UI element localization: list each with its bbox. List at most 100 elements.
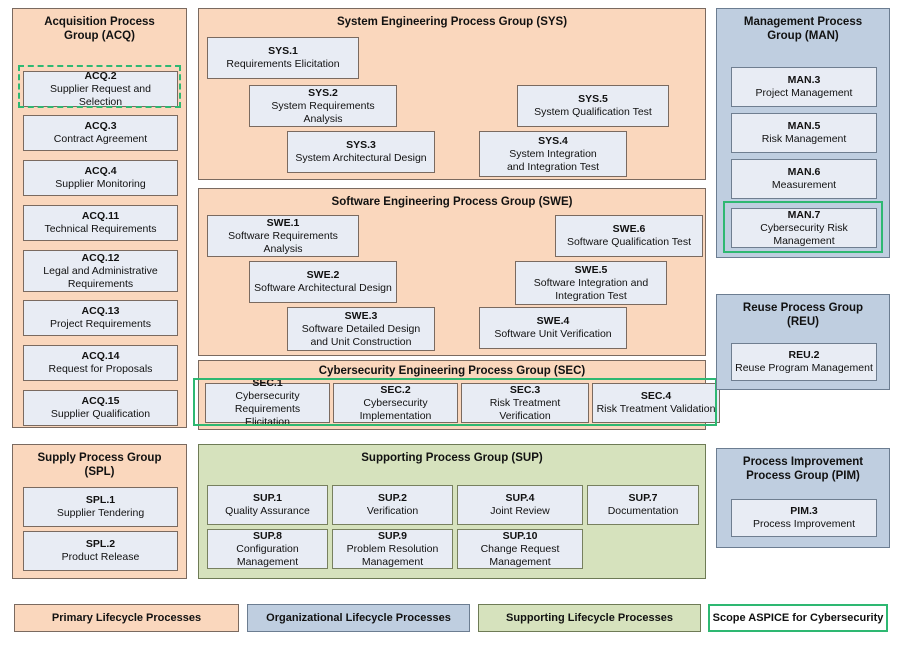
process-id: SPL.2: [85, 538, 116, 550]
process-box-sec-2[interactable]: SEC.2 Cybersecurity Implementation: [333, 383, 458, 423]
group-pim[interactable]: Process Improvement Process Group (PIM) …: [716, 448, 890, 548]
process-id: SWE.5: [574, 263, 608, 276]
process-box-sys-5[interactable]: SYS.5 System Qualification Test: [517, 85, 669, 127]
process-id: SEC.4: [640, 390, 672, 402]
legend-item-scope[interactable]: Scope ASPICE for Cybersecurity: [708, 604, 888, 632]
process-box-swe-1[interactable]: SWE.1 Software Requirements Analysis: [207, 215, 359, 257]
process-id: SEC.3: [509, 383, 541, 396]
process-box-acq-11[interactable]: ACQ.11 Technical Requirements: [23, 205, 178, 241]
process-box-swe-2[interactable]: SWE.2 Software Architectural Design: [249, 261, 397, 303]
process-box-sup-10[interactable]: SUP.10 Change Request Management: [457, 529, 583, 569]
process-name-2: and Integration Test: [506, 160, 600, 173]
process-name: Software Architectural Design: [254, 282, 392, 294]
process-box-swe-5[interactable]: SWE.5 Software Integration and Integrati…: [515, 261, 667, 305]
process-name-2: Requirements: [67, 277, 134, 290]
process-name: Cybersecurity Requirements: [234, 390, 301, 415]
process-name: System Requirements Analysis: [271, 99, 375, 125]
process-box-acq-3[interactable]: ACQ.3 Contract Agreement: [23, 115, 178, 151]
process-name-2: Integration Test: [555, 289, 627, 302]
process-name: Software Unit Verification: [494, 328, 612, 340]
process-name: Supplier Monitoring: [55, 178, 146, 190]
process-box-sys-3[interactable]: SYS.3 System Architectural Design: [287, 131, 435, 173]
legend-label: Scope ASPICE for Cybersecurity: [712, 612, 884, 624]
process-id: ACQ.13: [81, 305, 120, 317]
process-box-man-6[interactable]: MAN.6 Measurement: [731, 159, 877, 199]
process-box-swe-6[interactable]: SWE.6 Software Qualification Test: [555, 215, 703, 257]
process-id: MAN.3: [787, 74, 821, 86]
group-reu[interactable]: Reuse Process Group (REU) REU.2 Reuse Pr…: [716, 294, 890, 390]
legend-item-organizational[interactable]: Organizational Lifecycle Processes: [247, 604, 470, 632]
process-box-acq-13[interactable]: ACQ.13 Project Requirements: [23, 300, 178, 336]
group-sup[interactable]: Supporting Process Group (SUP) SUP.1 Qua…: [198, 444, 706, 579]
process-box-sup-8[interactable]: SUP.8 Configuration Management: [207, 529, 328, 569]
process-box-acq-15[interactable]: ACQ.15 Supplier Qualification: [23, 390, 178, 426]
process-name: Software Requirements Analysis: [228, 229, 338, 255]
group-sec-title: Cybersecurity Engineering Process Group …: [318, 365, 586, 377]
process-box-sys-4[interactable]: SYS.4 System Integration and Integration…: [479, 131, 627, 177]
process-name: Problem Resolution: [346, 542, 439, 555]
process-box-sys-1[interactable]: SYS.1 Requirements Elicitation: [207, 37, 359, 79]
process-name: Cybersecurity: [363, 396, 428, 409]
process-id: SWE.2: [306, 269, 340, 281]
group-spl[interactable]: Supply Process Group (SPL) SPL.1 Supplie…: [12, 444, 187, 579]
process-name: Reuse Program Management: [735, 362, 873, 374]
process-box-sec-1[interactable]: SEC.1 Cybersecurity Requirements Elicita…: [205, 377, 330, 428]
process-name: Legal and Administrative: [43, 264, 158, 277]
process-id: SEC.1: [252, 377, 283, 389]
process-box-sec-4[interactable]: SEC.4 Risk Treatment Validation: [592, 383, 720, 423]
process-box-spl-1[interactable]: SPL.1 Supplier Tendering: [23, 487, 178, 527]
process-id: SUP.9: [378, 529, 407, 542]
process-box-pim-3[interactable]: PIM.3 Process Improvement: [731, 499, 877, 537]
process-id: SYS.2: [308, 86, 338, 99]
process-name: Software Detailed Design: [301, 322, 421, 335]
group-swe[interactable]: Software Engineering Process Group (SWE)…: [198, 188, 706, 356]
process-box-man-3[interactable]: MAN.3 Project Management: [731, 67, 877, 107]
process-name: System Architectural Design: [295, 152, 427, 164]
group-sys[interactable]: System Engineering Process Group (SYS) S…: [198, 8, 706, 180]
group-sec[interactable]: Cybersecurity Engineering Process Group …: [198, 360, 720, 430]
process-name: Product Release: [61, 551, 140, 563]
process-name: Software Qualification Test: [566, 236, 692, 248]
group-man[interactable]: Management Process Group (MAN) MAN.3 Pro…: [716, 8, 890, 258]
process-box-acq-12[interactable]: ACQ.12 Legal and Administrative Requirem…: [23, 250, 178, 292]
process-box-acq-4[interactable]: ACQ.4 Supplier Monitoring: [23, 160, 178, 196]
process-id: SYS.1: [268, 45, 298, 57]
process-name: Supplier Request and Selection: [50, 82, 151, 108]
process-name-2: Management: [489, 555, 551, 568]
group-spl-title: Supply Process Group (SPL): [37, 452, 162, 478]
legend-item-primary[interactable]: Primary Lifecycle Processes: [14, 604, 239, 632]
process-name: Risk Treatment Validation: [596, 403, 716, 415]
process-name: Change Request: [480, 542, 560, 555]
process-box-sup-1[interactable]: SUP.1 Quality Assurance: [207, 485, 328, 525]
process-box-acq-2[interactable]: ACQ.2 Supplier Request and Selection: [23, 69, 178, 108]
legend-label: Organizational Lifecycle Processes: [266, 612, 451, 624]
process-box-spl-2[interactable]: SPL.2 Product Release: [23, 531, 178, 571]
process-box-swe-3[interactable]: SWE.3 Software Detailed Design and Unit …: [287, 307, 435, 351]
process-box-sup-2[interactable]: SUP.2 Verification: [332, 485, 453, 525]
process-name-2: Implementation: [359, 409, 432, 422]
process-box-sys-2[interactable]: SYS.2 System Requirements Analysis: [249, 85, 397, 127]
process-name: Documentation: [607, 505, 679, 517]
legend-item-supporting[interactable]: Supporting Lifecycle Processes: [478, 604, 701, 632]
process-box-reu-2[interactable]: REU.2 Reuse Program Management: [731, 343, 877, 381]
group-pim-title: Process Improvement Process Group (PIM): [742, 456, 864, 482]
process-box-man-5[interactable]: MAN.5 Risk Management: [731, 113, 877, 153]
process-name: System Integration: [509, 147, 597, 160]
process-id: ACQ.2: [84, 69, 117, 82]
process-id: SEC.2: [380, 383, 411, 396]
process-id: SPL.1: [85, 494, 116, 506]
process-box-sec-3[interactable]: SEC.3 Risk Treatment Verification: [461, 383, 589, 423]
process-box-acq-14[interactable]: ACQ.14 Request for Proposals: [23, 345, 178, 381]
process-name-2: Management: [361, 555, 424, 568]
process-box-sup-7[interactable]: SUP.7 Documentation: [587, 485, 699, 525]
process-box-sup-4[interactable]: SUP.4 Joint Review: [457, 485, 583, 525]
group-swe-title: Software Engineering Process Group (SWE): [331, 196, 573, 208]
group-sys-title: System Engineering Process Group (SYS): [336, 16, 568, 28]
process-name: Supplier Qualification: [50, 408, 151, 420]
process-box-swe-4[interactable]: SWE.4 Software Unit Verification: [479, 307, 627, 349]
process-box-man-7[interactable]: MAN.7 Cybersecurity Risk Management: [731, 208, 877, 248]
process-id: SWE.6: [612, 223, 646, 235]
process-box-sup-9[interactable]: SUP.9 Problem Resolution Management: [332, 529, 453, 569]
group-acq[interactable]: Acquisition Process Group (ACQ) ACQ.2 Su…: [12, 8, 187, 428]
